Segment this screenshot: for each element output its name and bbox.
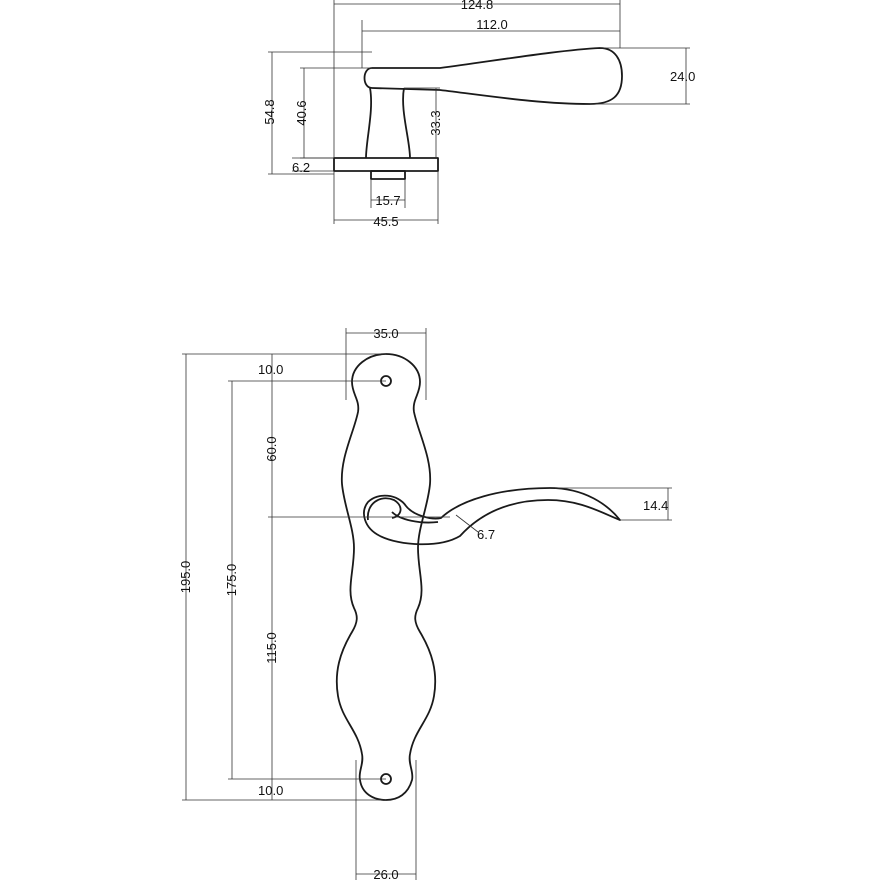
dim-label: 6.7 (477, 527, 495, 542)
dim-label: 14.4 (643, 498, 668, 513)
dim-label: 54.8 (262, 99, 277, 124)
dim-hole-centers: 175.0 (224, 381, 239, 779)
dim-label: 60.0 (264, 436, 279, 461)
dim-lever-tip-height: 24.0 (590, 47, 695, 105)
dim-rose-width: 45.5 (333, 171, 439, 229)
lever-side-profile (363, 47, 623, 105)
dim-upper-to-lever: 60.0 (264, 381, 279, 517)
dim-spindle-width: 15.7 (370, 179, 406, 208)
dim-lever-height: 40.6 (294, 67, 372, 159)
spindle (370, 170, 406, 180)
dim-label: 112.0 (476, 17, 508, 32)
dim-label: 15.7 (375, 193, 400, 208)
dim-label: 10.0 (258, 362, 283, 377)
lever-front (363, 487, 621, 546)
dim-neck-height: 33.3 (404, 87, 443, 158)
dim-overall-length: 124.8 (333, 0, 621, 158)
dim-label: 115.0 (264, 632, 279, 664)
dim-label: 45.5 (373, 214, 398, 229)
dim-label: 124.8 (461, 0, 494, 12)
dim-label: 26.0 (373, 867, 398, 880)
dim-label: 6.2 (292, 160, 310, 175)
dim-total-height: 54.8 (262, 51, 372, 175)
dim-lever-thickness: 6.7 (455, 514, 495, 542)
lever-curl (367, 497, 402, 521)
backplate-outline (335, 353, 437, 801)
dim-lever-length: 112.0 (361, 17, 620, 68)
dim-label: 40.6 (294, 100, 309, 125)
dim-rose-thickness: 6.2 (292, 157, 334, 175)
dim-label: 175.0 (224, 564, 239, 597)
dim-bottom-hole-offset: 10.0 (258, 779, 283, 800)
neck-profile (365, 87, 411, 159)
dim-plate-bottom-width: 26.0 (355, 760, 417, 880)
dim-overall-height: 195.0 (178, 354, 193, 800)
dim-lever-tip-height: 14.4 (555, 487, 672, 521)
dim-label: 33.3 (428, 110, 443, 135)
dim-label: 24.0 (670, 69, 695, 84)
front-view: 35.0 10.0 60.0 195.0 175.0 11 (178, 326, 672, 880)
dim-label: 35.0 (373, 326, 398, 341)
top-view: 124.8 112.0 24.0 54.8 40.6 (262, 0, 695, 229)
dim-label: 10.0 (258, 783, 283, 798)
dim-top-hole-offset: 10.0 (258, 354, 283, 381)
dim-label: 195.0 (178, 561, 193, 594)
dim-lever-to-lower: 115.0 (264, 517, 279, 779)
rose-plate (333, 157, 439, 172)
dim-plate-top-width: 35.0 (345, 326, 427, 400)
